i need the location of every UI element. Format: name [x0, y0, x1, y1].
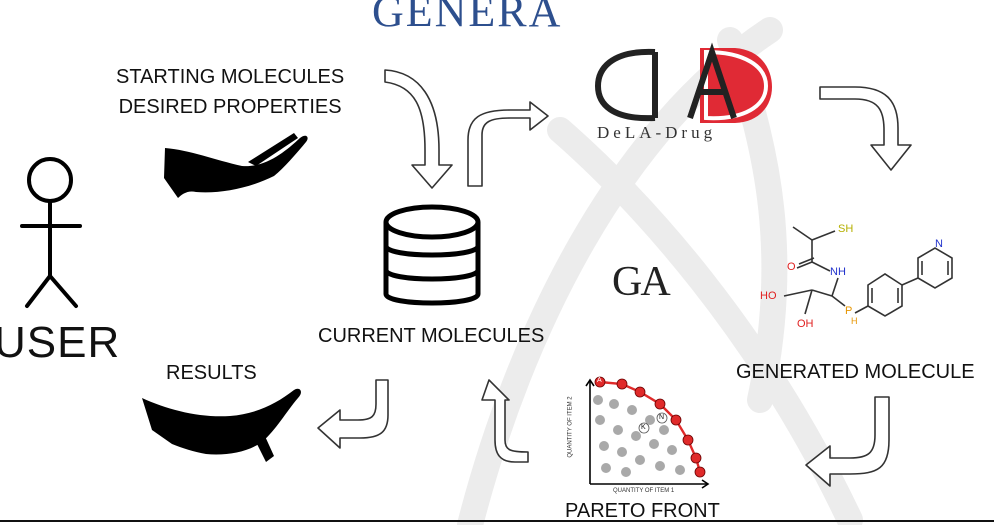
arrow-database-to-results [317, 379, 389, 449]
results-label: RESULTS [166, 362, 257, 384]
starting-molecules-label: STARTING MOLECULES [116, 66, 345, 88]
atom-oh: OH [797, 318, 814, 330]
pareto-point-label-k: K [641, 424, 646, 431]
input-labels: STARTING MOLECULES DESIRED PROPERTIES [116, 62, 344, 122]
pareto-point-label-n: N [659, 414, 665, 421]
atom-n: N [935, 238, 943, 250]
atom-sh: SH [838, 223, 854, 235]
bottom-divider [0, 520, 994, 522]
atom-nh: NH [830, 266, 846, 278]
arrow-pareto-to-database [481, 379, 529, 463]
pareto-y-axis-label: QUANTITY OF ITEM 2 [567, 396, 574, 458]
atom-ho: HO [760, 290, 777, 302]
current-molecules-label: CURRENT MOLECULES [318, 325, 545, 347]
atom-o: O [787, 261, 796, 273]
arrow-database-to-dela [467, 101, 549, 187]
pareto-point-label-a: A [597, 377, 602, 384]
diagram-title: GENERA [372, 0, 563, 36]
atom-p: P [845, 305, 853, 317]
desired-properties-label: DESIRED PROPERTIES [118, 96, 342, 118]
pareto-front-label: PARETO FRONT [565, 500, 720, 522]
atom-h: H [851, 316, 858, 326]
dela-drug-wordmark: DeLA-Drug [597, 123, 717, 142]
arrow-input-to-database [384, 69, 453, 189]
generated-molecules-label: GENERATED MOLECULE [736, 361, 975, 383]
pareto-x-axis-label: QUANTITY OF ITEM 1 [613, 488, 675, 494]
user-label: USER [0, 318, 121, 367]
arrow-dela-to-generated [819, 86, 912, 171]
ga-label: GA [612, 259, 671, 305]
arrow-generated-to-pareto [805, 396, 890, 487]
